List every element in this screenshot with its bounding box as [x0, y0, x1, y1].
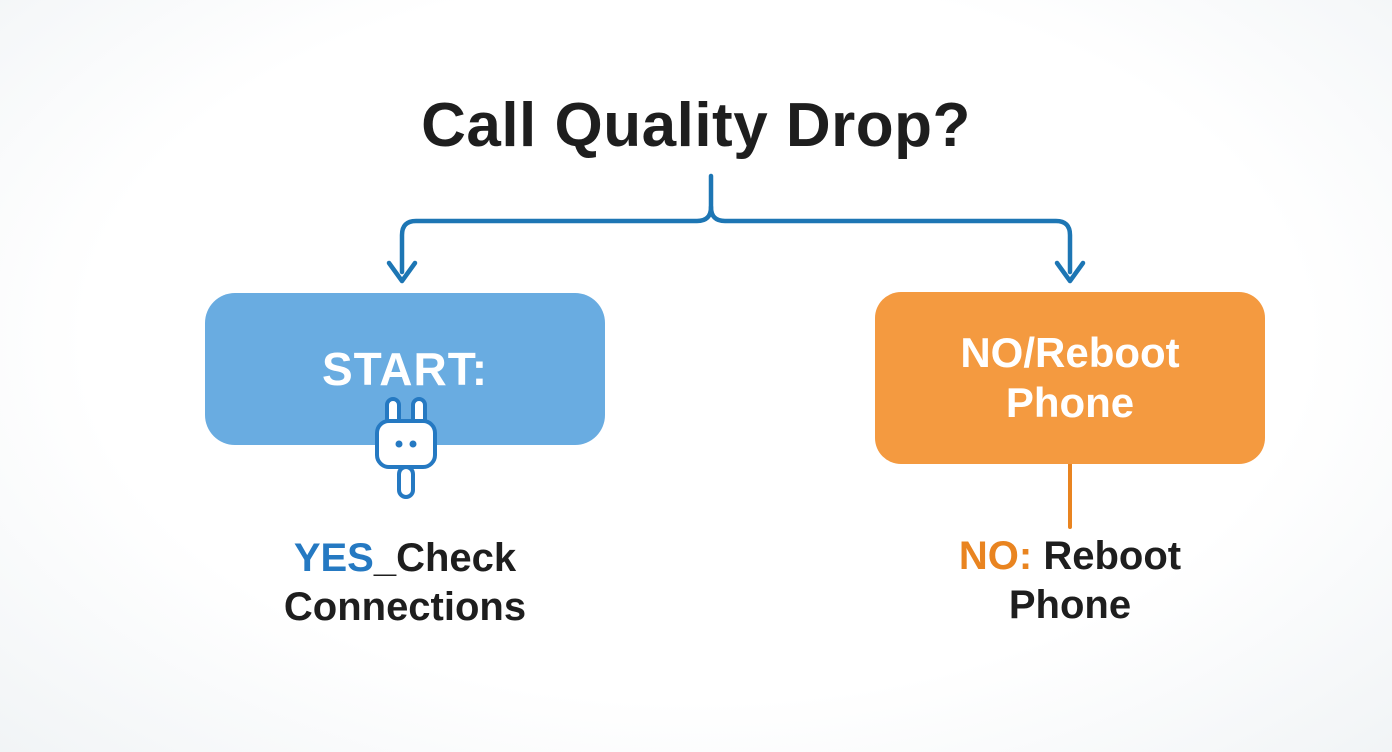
node-reboot: NO/Reboot Phone: [875, 292, 1265, 464]
no-highlight: NO:: [958, 534, 1033, 578]
yes-caption-line2: Connections: [283, 584, 527, 629]
node-start-label: START:: [321, 343, 489, 395]
no-caption: NO: Reboot Phone: [870, 532, 1270, 630]
plug-icon: [375, 397, 437, 499]
node-reboot-label-line2: Phone: [1005, 379, 1135, 426]
yes-rest: _Check: [373, 536, 517, 580]
node-reboot-label-line1: NO/Reboot: [960, 329, 1180, 377]
yes-highlight: YES: [293, 536, 374, 580]
yes-caption-line1: YES_Check: [200, 534, 610, 583]
arrow-down-right-icon: [1054, 260, 1086, 284]
yes-caption: YES_Check Connections: [200, 534, 610, 632]
branch-left-line: [399, 173, 714, 275]
arrow-down-left-icon: [386, 260, 418, 284]
no-rest: Reboot: [1032, 534, 1182, 578]
no-caption-line1: NO: Reboot: [870, 532, 1270, 581]
page-title: Call Quality Drop?: [421, 91, 971, 160]
branch-right-line: [708, 204, 1073, 275]
no-caption-line2: Phone: [1008, 582, 1132, 627]
